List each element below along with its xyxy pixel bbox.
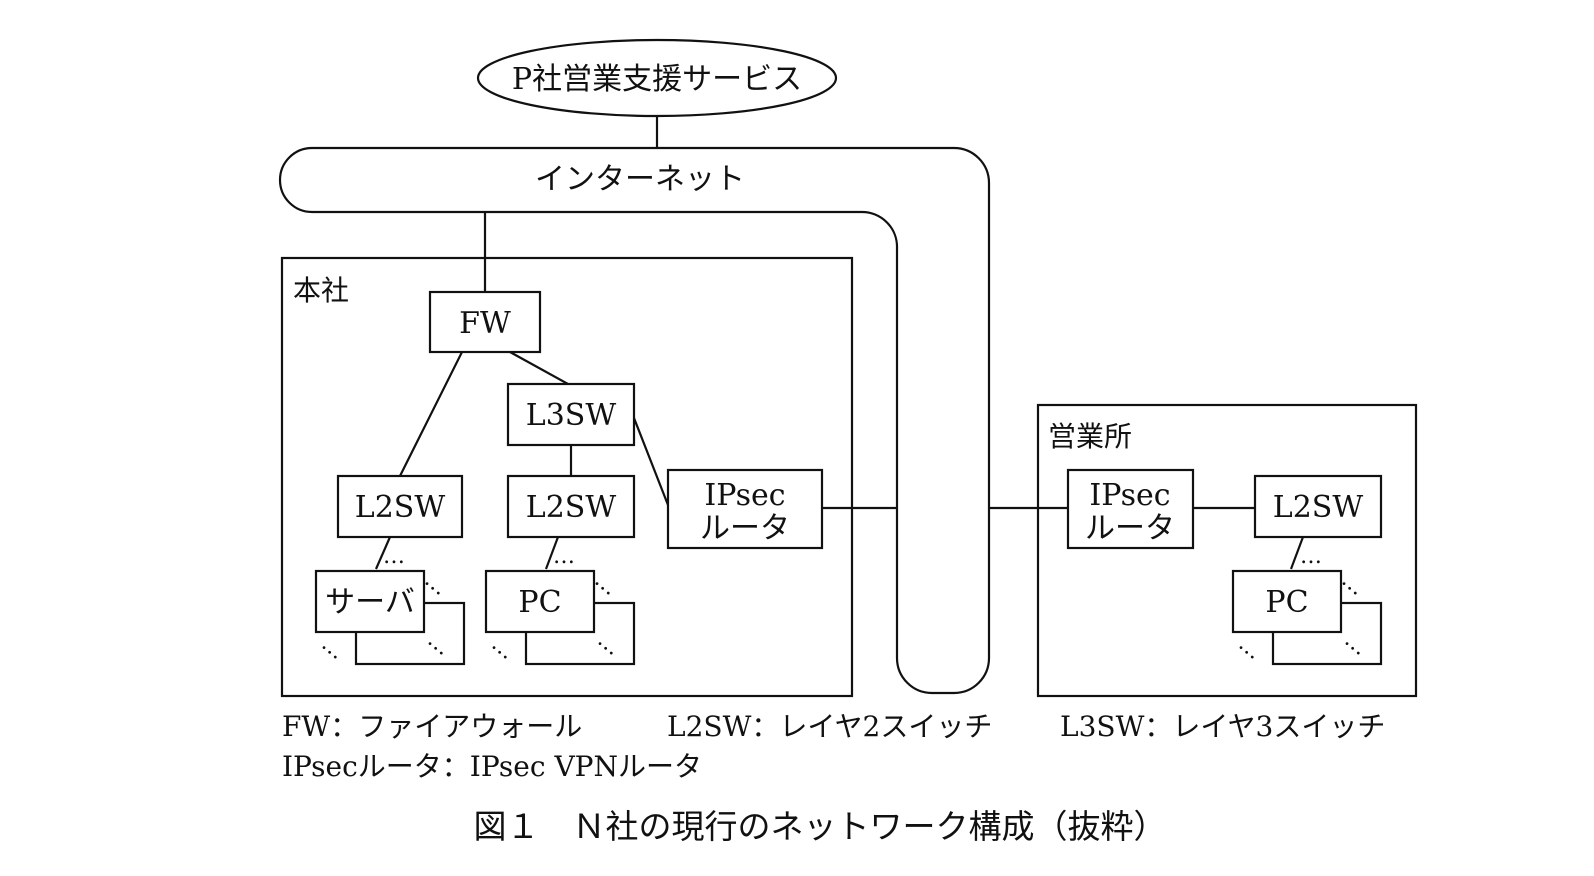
fw-label: FW — [459, 306, 511, 341]
server-stack-dots-left: … — [317, 632, 351, 666]
legend-fw: FW：ファイアウォール — [282, 710, 582, 743]
fw-box — [428, 290, 542, 354]
l3sw-label: L3SW — [526, 398, 617, 433]
legend-l3sw: L3SW：レイヤ3スイッチ — [1060, 710, 1385, 743]
branch-ipsec-box — [1066, 468, 1195, 550]
service-ellipse — [476, 38, 838, 118]
service-label: P社営業支援サービス — [512, 62, 802, 97]
branch-pc-label: PC — [1265, 585, 1308, 620]
l3sw-box — [506, 382, 636, 447]
branch-pc-stack-dots-left: … — [1234, 632, 1268, 666]
hq-ipsec-label-line2: ルータ — [700, 511, 790, 546]
hq-pc-link-dots: … — [553, 544, 576, 569]
branch-zone — [1036, 403, 1418, 698]
legend-ipsec: IPsecルータ：IPsec VPNルータ — [282, 750, 702, 783]
hq-pc-label: PC — [518, 585, 561, 620]
branch-zone-label: 営業所 — [1048, 420, 1132, 453]
branch-pc-link-dots: … — [1300, 544, 1323, 569]
hq-zone — [280, 256, 854, 698]
branch-l2sw-box — [1253, 474, 1383, 539]
legend-l2sw: L2SW：レイヤ2スイッチ — [667, 710, 992, 743]
branch-ipsec-label-line2: ルータ — [1085, 511, 1175, 546]
hq-pc-box — [484, 569, 596, 634]
internet-label: インターネット — [535, 162, 745, 197]
l2sw-to-pc-link — [544, 536, 560, 570]
l2sw-to-server-link — [374, 536, 392, 570]
l2sw-left-label: L2SW — [355, 490, 446, 525]
hq-pc-stack-dots-left: … — [487, 632, 521, 666]
branch-pc-box — [1231, 569, 1343, 634]
server-box — [314, 569, 426, 634]
server-link-dots: … — [383, 544, 406, 569]
hq-ipsec-label-line1: IPsec — [704, 478, 785, 513]
branch-l2sw-label: L2SW — [1273, 490, 1364, 525]
hq-zone-label: 本社 — [293, 274, 349, 307]
branch-l2sw-to-pc-link — [1289, 536, 1305, 570]
fw-to-l3sw-link — [509, 351, 569, 385]
server-label: サーバ — [325, 585, 415, 620]
internet-shape — [278, 146, 991, 695]
hq-ipsec-box — [666, 468, 824, 550]
l2sw-right-label: L2SW — [526, 490, 617, 525]
l2sw-right-box — [506, 474, 636, 539]
figure-caption: 図１ Ｎ社の現行のネットワーク構成（抜粋） — [474, 807, 1167, 846]
l2sw-left-box — [336, 474, 464, 539]
fw-to-l2sw-link — [399, 351, 463, 477]
branch-ipsec-label-line1: IPsec — [1089, 478, 1170, 513]
l3sw-to-ipsec-link — [632, 417, 670, 506]
